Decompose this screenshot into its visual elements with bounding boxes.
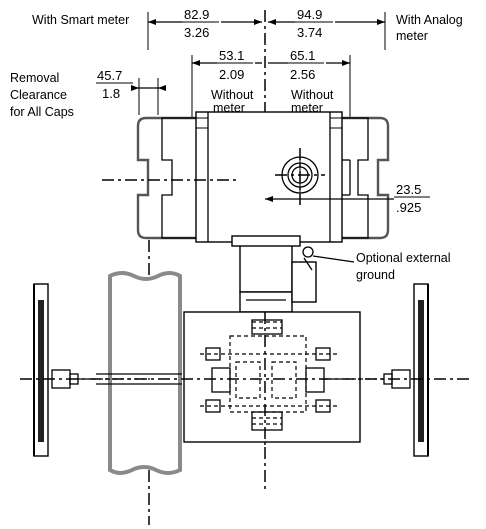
smart-meter-dim-in: 3.26 xyxy=(184,25,209,40)
smart-meter-label: With Smart meter xyxy=(32,13,129,27)
top-dimension-lines xyxy=(131,12,386,118)
removal-clearance-label-line2: Clearance xyxy=(10,88,67,102)
mounting-bracket xyxy=(183,311,361,445)
external-ground-label-line1: Optional external xyxy=(356,251,451,265)
removal-clearance-label-line3: for All Caps xyxy=(10,105,74,119)
transmitter-neck xyxy=(231,235,355,313)
removal-clearance-dim-mm: 45.7 xyxy=(97,68,122,83)
without-meter-right-dim-mm: 65.1 xyxy=(290,48,315,63)
without-meter-right-dim-in: 2.56 xyxy=(290,67,315,82)
without-meter-right-line1: Without xyxy=(291,88,334,102)
removal-clearance-dim-in: 1.8 xyxy=(102,86,120,101)
conduit-dim-mm: 23.5 xyxy=(396,182,421,197)
external-ground-label-line2: ground xyxy=(356,268,395,282)
analog-meter-label-line2: meter xyxy=(396,29,428,43)
analog-meter-label-line1: With Analog xyxy=(396,13,463,27)
analog-meter-dim-in: 3.74 xyxy=(297,25,322,40)
removal-clearance-label-line1: Removal xyxy=(10,71,59,85)
right-side-cap xyxy=(324,283,429,457)
mounting-pipe xyxy=(108,271,182,475)
ground-screw-icon xyxy=(302,246,314,258)
without-meter-left-line1: Without xyxy=(211,88,254,102)
analog-meter-dim-mm: 94.9 xyxy=(297,7,322,22)
smart-meter-dim-mm: 82.9 xyxy=(184,7,209,22)
conduit-dim-in: .925 xyxy=(396,200,421,215)
without-meter-left-dim-mm: 53.1 xyxy=(219,48,244,63)
without-meter-left-dim-in: 2.09 xyxy=(219,67,244,82)
transmitter-housing xyxy=(102,111,394,243)
